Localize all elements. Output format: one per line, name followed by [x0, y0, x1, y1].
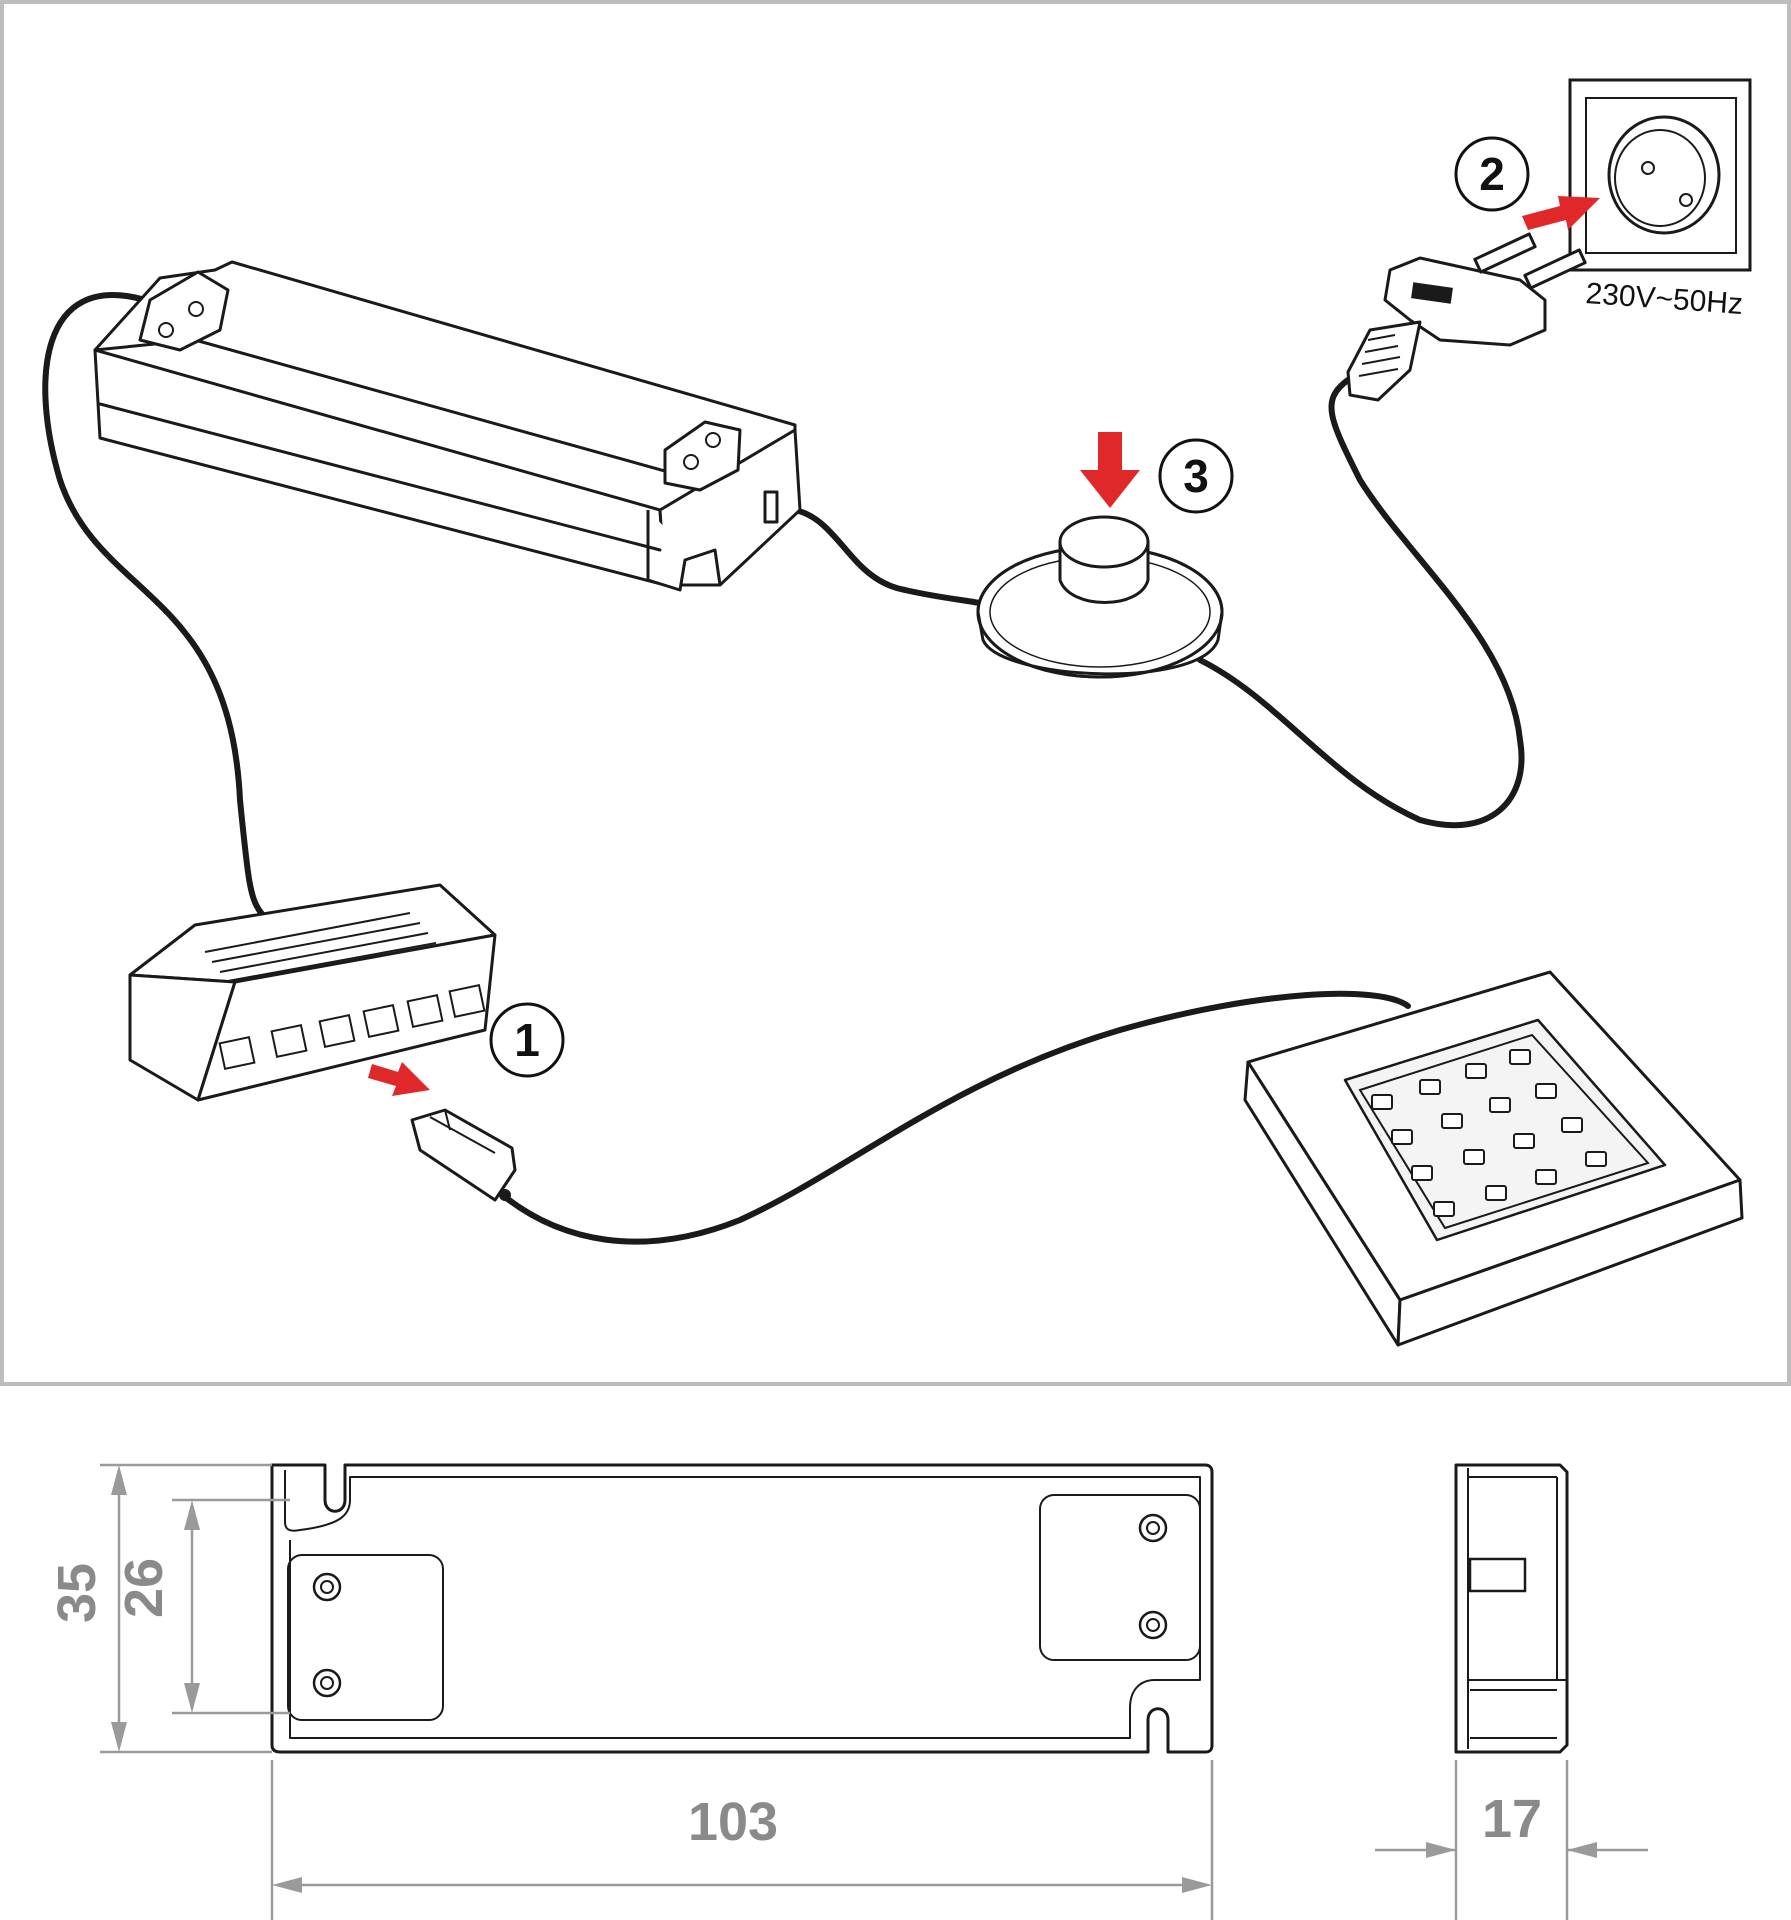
- svg-text:35: 35: [47, 1563, 107, 1623]
- cable-switch-to-plug: [1197, 377, 1525, 829]
- step1-label: 1: [514, 1014, 540, 1066]
- dimension-17: 17: [1375, 1760, 1648, 1920]
- svg-text:26: 26: [114, 1558, 174, 1618]
- arrow-step2: [1522, 196, 1600, 230]
- driver-side-view: [1454, 1463, 1569, 1754]
- dimension-35: 35: [47, 1463, 272, 1754]
- dimension-26: 26: [114, 1498, 290, 1715]
- step2-circle: [1454, 136, 1530, 212]
- svg-text:17: 17: [1482, 1789, 1542, 1849]
- cable-led-to-connector: [502, 990, 1411, 1245]
- svg-text:103: 103: [688, 1792, 778, 1852]
- port-row: [218, 983, 486, 1071]
- foot-switch[interactable]: [976, 515, 1224, 679]
- arrow-step1: [368, 1062, 430, 1096]
- step2-label: 2: [1479, 148, 1505, 200]
- dimension-103: 103: [270, 1760, 1214, 1920]
- step3-label: 3: [1183, 450, 1209, 502]
- distributor: [128, 883, 497, 1102]
- wall-socket: [1568, 78, 1752, 272]
- cables: [42, 292, 1525, 1245]
- led-chips: [1371, 1049, 1607, 1217]
- power-plug: [1346, 232, 1587, 402]
- led-panel-light: [1243, 970, 1744, 1347]
- driver-top-view: [270, 1463, 1214, 1754]
- cable-driver-to-switch: [792, 507, 988, 607]
- cable-connector: [410, 1108, 517, 1202]
- step1-circle: [489, 1002, 565, 1078]
- step3-circle: [1158, 438, 1234, 514]
- cable-driver-to-distributor: [42, 292, 265, 917]
- led-driver: [93, 260, 802, 592]
- arrow-step3: [1080, 432, 1140, 508]
